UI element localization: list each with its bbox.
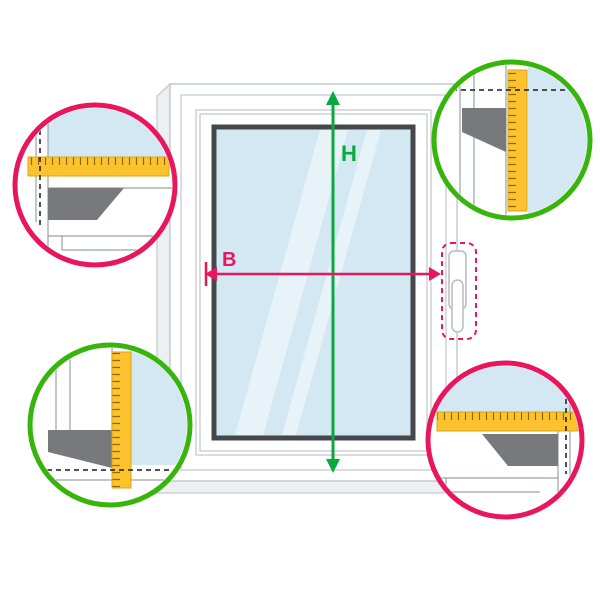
profile-cross-section [462, 108, 506, 152]
width-label: B [222, 249, 236, 271]
frame-bevel-line [180, 94, 447, 471]
callout-top-left-ring [12, 102, 178, 268]
callout-bottom-left [27, 342, 193, 508]
callout-bottom-right-ring [425, 360, 585, 520]
sash-outer-edge [195, 109, 432, 456]
measuring-tape-icon [111, 351, 132, 489]
callout-bottom-left-ring [27, 342, 193, 508]
callout-top-right [431, 59, 593, 221]
width-arrow-head-left [205, 267, 217, 281]
profile-cross-section [48, 188, 124, 220]
callout-top-left [12, 102, 178, 268]
sash-bevel-line [199, 113, 428, 452]
width-arrow-head-right [429, 267, 441, 281]
window-illustration [155, 82, 477, 495]
window-glazing [211, 124, 416, 441]
measuring-tape-icon [436, 411, 579, 432]
callout-bottom-right-section [431, 366, 579, 514]
profile-cross-section [482, 434, 558, 466]
callout-bottom-right [425, 360, 585, 520]
profile-cross-section [48, 430, 112, 468]
height-arrow-head-bottom [326, 459, 340, 473]
measuring-tape-icon [507, 69, 528, 212]
callout-bottom-left-section [33, 348, 187, 502]
handle-highlight-box [441, 242, 477, 340]
height-dimension: H [326, 91, 357, 473]
height-arrow-head-top [326, 91, 340, 105]
measuring-tape-icon [27, 156, 170, 177]
width-dimension: B [204, 249, 441, 286]
callout-top-right-ring [431, 59, 593, 221]
height-label: H [341, 141, 357, 166]
window-handle[interactable] [448, 250, 467, 333]
callout-top-left-section [18, 108, 172, 262]
window-bottom-depth [155, 480, 459, 494]
